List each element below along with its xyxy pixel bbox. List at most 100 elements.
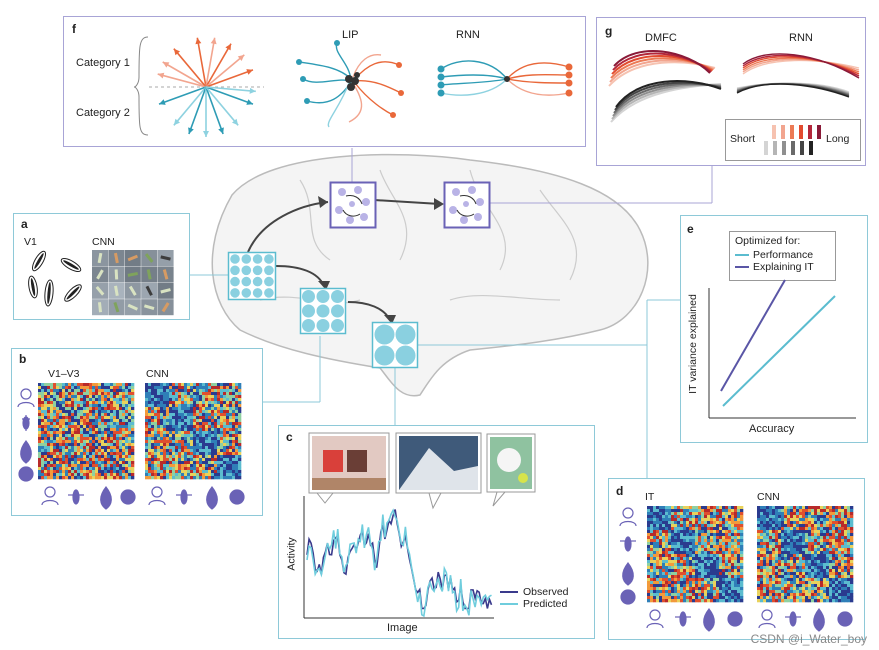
rdm-cell [223, 422, 227, 426]
rdm-cell [154, 440, 158, 444]
rdm-cell [145, 431, 149, 435]
category-arrow [205, 86, 239, 126]
rdm-cell [71, 476, 75, 480]
rdm-cell [790, 512, 794, 516]
rdm-cell [704, 581, 708, 585]
rdm-cell [50, 401, 54, 405]
rdm-cell [83, 476, 87, 480]
rdm-cell [662, 587, 666, 591]
rdm-cell [737, 566, 741, 570]
rdm-cell [763, 545, 767, 549]
rdm-cell [734, 584, 738, 588]
rdm-cell [44, 431, 48, 435]
rdm-cell [226, 383, 230, 387]
rdm-cell [841, 530, 845, 534]
rdm-cell [95, 428, 99, 432]
rdm-cell [38, 461, 42, 465]
rdm-cell [131, 452, 135, 456]
rdm-cell [683, 545, 687, 549]
rdm-cell [769, 578, 773, 582]
rdm-cell [704, 587, 708, 591]
rdm-cell [707, 563, 711, 567]
rdm-cell [154, 383, 158, 387]
rdm-cell [217, 398, 221, 402]
rdm-cell [823, 599, 827, 603]
rdm-cell [74, 461, 78, 465]
rdm-cell [838, 527, 842, 531]
rdm-cell [175, 452, 179, 456]
rdm-cell [41, 431, 45, 435]
rdm-cell [131, 383, 135, 387]
rdm-cell [656, 572, 660, 576]
rdm-cell [659, 557, 663, 561]
rdm-cell [653, 530, 657, 534]
rdm-cell [125, 425, 129, 429]
rdm-cell [698, 575, 702, 579]
rdm-cell [148, 398, 152, 402]
rdm-cell [199, 389, 203, 393]
rdm-cell [814, 584, 818, 588]
rdm-cell [125, 458, 129, 462]
rdm-cell [65, 467, 69, 471]
rdm-cell [107, 419, 111, 423]
rdm-cell [77, 422, 81, 426]
rdm-cell [71, 419, 75, 423]
rdm-cell [71, 392, 75, 396]
rdm-cell [47, 395, 51, 399]
rdm-cell [92, 464, 96, 468]
rdm-cell [151, 401, 155, 405]
rdm-cell [95, 416, 99, 420]
rdm-cell [784, 545, 788, 549]
rdm-cell [220, 401, 224, 405]
rdm-cell [98, 440, 102, 444]
rdm-cell [665, 533, 669, 537]
rdm-cell [808, 533, 812, 537]
category-arrowhead [157, 72, 165, 79]
duration-swatch-warm [772, 125, 776, 139]
rdm-cell [805, 518, 809, 522]
rdm-cell [44, 452, 48, 456]
rdm-cell [647, 509, 651, 513]
rdm-cell [689, 533, 693, 537]
rdm-cell [677, 599, 681, 603]
rdm-cell [677, 512, 681, 516]
rdm-cell [187, 446, 191, 450]
rdm-cell [760, 542, 764, 546]
rdm-cell [823, 575, 827, 579]
rdm-cell [77, 413, 81, 417]
rdm-cell [145, 440, 149, 444]
rdm-cell [677, 527, 681, 531]
rdm-cell [778, 599, 782, 603]
rdm-cell [662, 530, 666, 534]
rdm-cell [847, 521, 851, 525]
rdm-cell [734, 563, 738, 567]
rdm-cell [217, 401, 221, 405]
rdm-cell [175, 416, 179, 420]
rdm-cell [677, 593, 681, 597]
rdm-cell [104, 476, 108, 480]
rdm-cell [668, 569, 672, 573]
rdm-cell [193, 440, 197, 444]
rdm-cell [160, 425, 164, 429]
rdm-cell [128, 389, 132, 393]
rdm-cell [653, 554, 657, 558]
rdm-cell [157, 395, 161, 399]
rdm-cell [169, 431, 173, 435]
rdm-cell [692, 587, 696, 591]
rdm-cell [145, 413, 149, 417]
rdm-cell [826, 596, 830, 600]
rdm-cell [232, 470, 236, 474]
rdm-cell [829, 542, 833, 546]
rdm-cell [119, 416, 123, 420]
rdm-cell [772, 536, 776, 540]
rdm-cell [763, 509, 767, 513]
rdm-cell [656, 581, 660, 585]
rdm-cell [196, 404, 200, 408]
rdm-cell [122, 452, 126, 456]
rdm-cell [787, 527, 791, 531]
rdm-cell [238, 389, 242, 393]
rdm-cell [181, 428, 185, 432]
rdm-cell [196, 458, 200, 462]
rdm-cell [763, 575, 767, 579]
rdm-cell [769, 518, 773, 522]
